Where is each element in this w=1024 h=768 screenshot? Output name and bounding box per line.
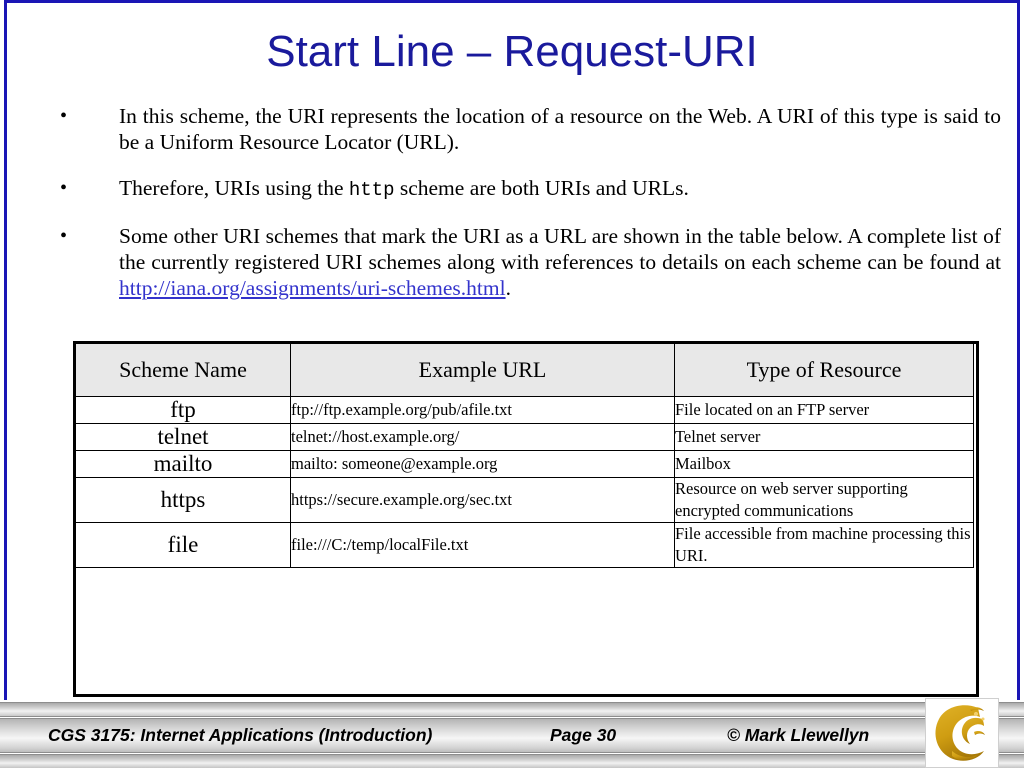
bullet-marker-icon: •	[60, 225, 68, 247]
column-header-example-url: Example URL	[290, 343, 675, 397]
footer-band-bottom	[0, 754, 1024, 768]
ucf-pegasus-logo	[925, 698, 999, 768]
column-header-type-of-resource: Type of Resource	[674, 343, 974, 397]
cell-type-ftp: File located on an FTP server	[674, 396, 974, 424]
footer-band-top	[0, 702, 1024, 717]
table-row: file file:///C:/temp/localFile.txt File …	[75, 522, 974, 568]
table-row: telnet telnet://host.example.org/ Telnet…	[75, 423, 974, 451]
table-header-row: Scheme Name Example URL Type of Resource	[75, 343, 974, 397]
column-header-scheme-name: Scheme Name	[75, 343, 291, 397]
bullet-text-3: Some other URI schemes that mark the URI…	[119, 223, 1001, 301]
bullet-2-tail: scheme are both URIs and URLs.	[394, 176, 689, 200]
bullet-3-lead: Some other URI schemes that mark the URI…	[119, 224, 1001, 274]
iana-uri-schemes-link[interactable]: http://iana.org/assignments/uri-schemes.…	[119, 276, 506, 300]
cell-type-file: File accessible from machine processing …	[674, 522, 974, 568]
bullet-item-3: • Some other URI schemes that mark the U…	[56, 223, 1001, 301]
bullet-2-lead: Therefore, URIs using the	[119, 176, 349, 200]
footer-band-middle	[0, 718, 1024, 753]
cell-type-telnet: Telnet server	[674, 423, 974, 451]
footer-copyright: © Mark Llewellyn	[727, 725, 870, 745]
cell-type-https: Resource on web server supporting encryp…	[674, 477, 974, 523]
bullet-item-1: • In this scheme, the URI represents the…	[56, 103, 1001, 155]
cell-type-mailto: Mailbox	[674, 450, 974, 478]
cell-scheme-telnet: telnet	[75, 423, 291, 451]
bullet-marker-icon: •	[60, 105, 68, 127]
bullet-list: • In this scheme, the URI represents the…	[56, 103, 1001, 321]
cell-scheme-mailto: mailto	[75, 450, 291, 478]
cell-scheme-file: file	[75, 522, 291, 568]
uri-schemes-table: Scheme Name Example URL Type of Resource…	[75, 343, 974, 568]
table-row: ftp ftp://ftp.example.org/pub/afile.txt …	[75, 396, 974, 424]
slide-border-right	[1017, 0, 1020, 700]
table-row: mailto mailto: someone@example.org Mailb…	[75, 450, 974, 478]
slide-footer: CGS 3175: Internet Applications (Introdu…	[0, 700, 1024, 768]
http-scheme-code: http	[348, 179, 395, 201]
cell-url-telnet: telnet://host.example.org/	[290, 423, 675, 451]
cell-url-mailto: mailto: someone@example.org	[290, 450, 675, 478]
table-row: https https://secure.example.org/sec.txt…	[75, 477, 974, 523]
cell-url-https: https://secure.example.org/sec.txt	[290, 477, 675, 523]
pegasus-icon	[935, 705, 985, 761]
footer-page-number: Page 30	[550, 725, 617, 745]
slide-border-left	[4, 0, 7, 700]
bullet-text-2: Therefore, URIs using the http scheme ar…	[119, 175, 1001, 203]
cell-url-file: file:///C:/temp/localFile.txt	[290, 522, 675, 568]
bullet-3-tail: .	[505, 276, 511, 300]
footer-course-label: CGS 3175: Internet Applications (Introdu…	[48, 725, 433, 745]
bullet-marker-icon: •	[60, 177, 68, 199]
bullet-text-1: In this scheme, the URI represents the l…	[119, 103, 1001, 155]
page-title: Start Line – Request-URI	[266, 27, 758, 76]
cell-scheme-https: https	[75, 477, 291, 523]
cell-scheme-ftp: ftp	[75, 396, 291, 424]
slide-border-top	[4, 0, 1020, 3]
bullet-item-2: • Therefore, URIs using the http scheme …	[56, 175, 1001, 203]
bullet-1-body: In this scheme, the URI represents the l…	[119, 104, 1001, 154]
cell-url-ftp: ftp://ftp.example.org/pub/afile.txt	[290, 396, 675, 424]
